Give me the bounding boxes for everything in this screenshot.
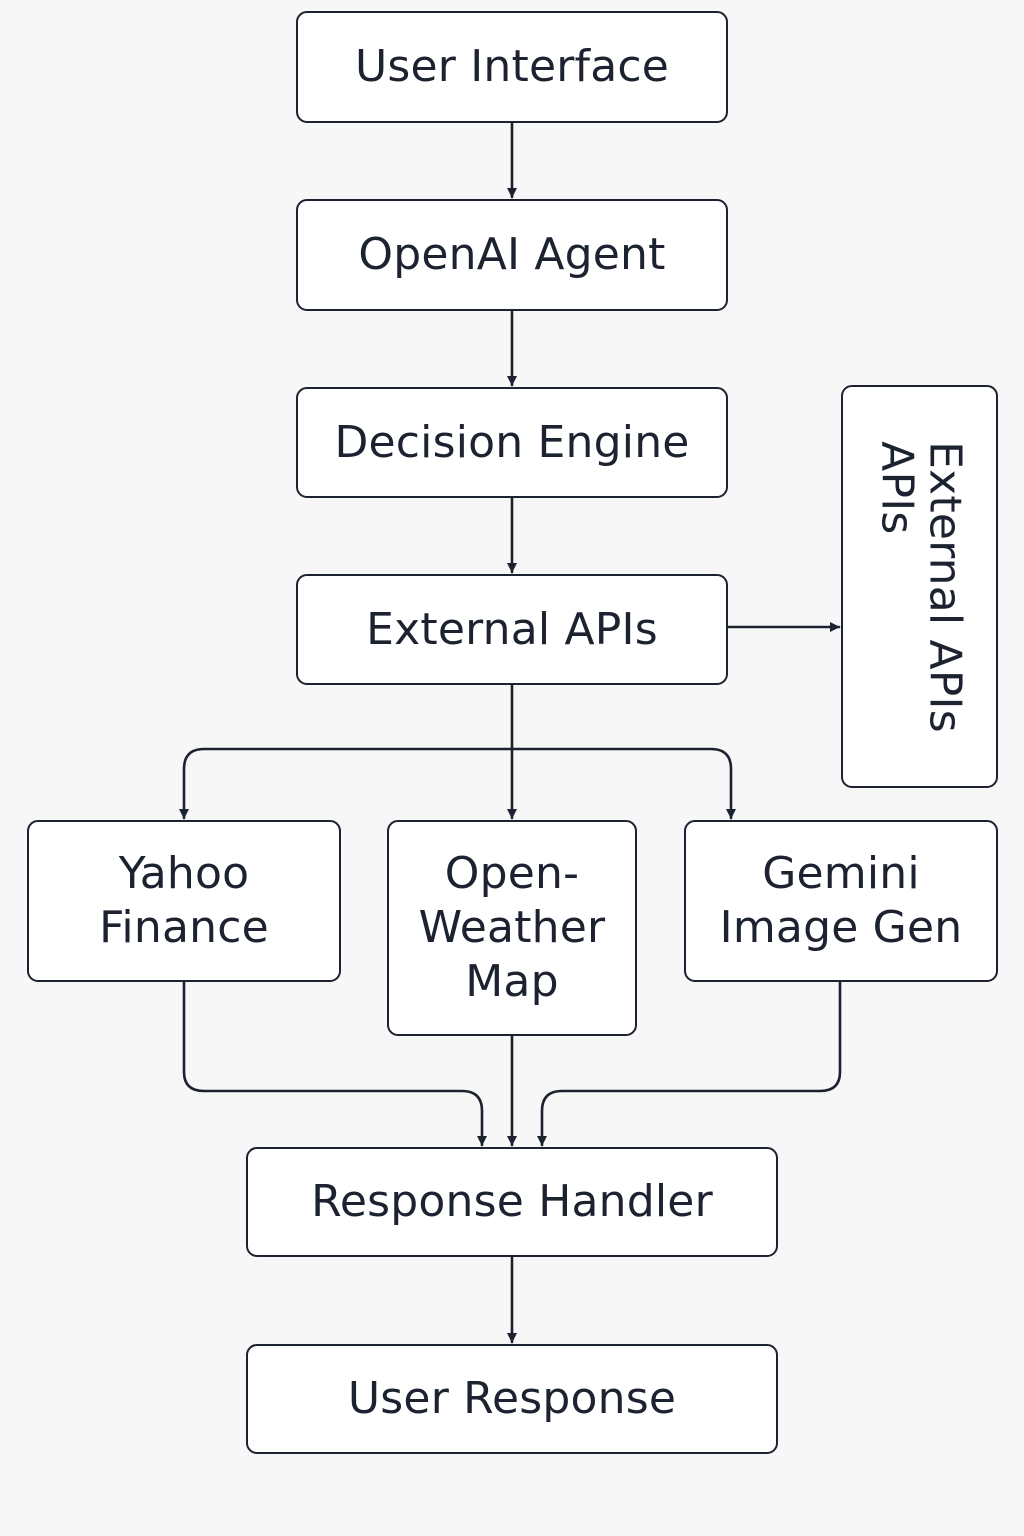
gemini-image-gen-label-line-1: Gemini (762, 848, 920, 900)
gemini-image-gen-label: Gemini Image Gen (720, 847, 963, 954)
yahoo-finance-label: Yahoo Finance (99, 847, 269, 954)
openweather-map-label-line-1: Open- (444, 848, 580, 900)
decision-engine-box: Decision Engine (296, 387, 728, 498)
openweather-map-box: Open- Weather Map (387, 820, 637, 1036)
user-interface-label: User Interface (354, 41, 670, 93)
openweather-map-label-line-2: Weather (418, 902, 606, 954)
external-apis-label: External APIs (366, 603, 658, 655)
decision-engine-label: Decision Engine (334, 416, 690, 468)
response-handler-box: Response Handler (246, 1147, 778, 1257)
external-apis-side-text: External APIs APIs (870, 440, 970, 733)
user-response-label: User Response (347, 1373, 677, 1425)
edge-gemini-image-gen-to-response-handler (537, 980, 842, 1147)
response-handler-label: Response Handler (311, 1176, 713, 1228)
edge-yahoo-finance-to-response-handler (182, 980, 487, 1147)
external-apis-side-label-line-2: APIs (870, 440, 922, 534)
gemini-image-gen-label-line-2: Image Gen (719, 902, 963, 953)
yahoo-finance-box: Yahoo Finance (27, 820, 341, 982)
external-apis-side-label-line-1: External APIs (918, 440, 970, 733)
user-response-box: User Response (246, 1344, 778, 1454)
edge-external-apis-to-gemini-image-gen (510, 747, 736, 820)
openai-agent-box: OpenAI Agent (296, 199, 728, 311)
gemini-image-gen-box: Gemini Image Gen (684, 820, 998, 982)
openai-agent-label: OpenAI Agent (358, 229, 666, 281)
openweather-map-label: Open- Weather Map (419, 847, 606, 1008)
yahoo-finance-label-line-1: Yahoo (118, 848, 250, 900)
openweather-map-label-line-3: Map (465, 955, 559, 1007)
external-apis-box: External APIs (296, 574, 728, 685)
edge-external-apis-to-yahoo-finance (179, 747, 514, 820)
yahoo-finance-label-line-2: Finance (99, 902, 269, 953)
user-interface-box: User Interface (296, 11, 728, 123)
external-apis-side-box: External APIs APIs (841, 385, 998, 788)
